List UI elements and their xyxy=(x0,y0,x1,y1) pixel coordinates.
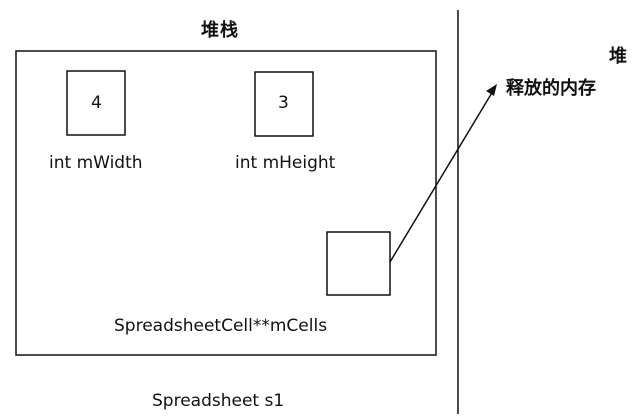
height-value: 3 xyxy=(278,93,289,113)
freed-memory-arrow-line xyxy=(389,90,494,263)
height-value-box xyxy=(254,71,314,137)
freed-memory-arrow-head xyxy=(486,84,497,96)
width-field-label: int mWidth xyxy=(49,153,143,173)
freed-memory-label: 释放的内存 xyxy=(506,78,596,99)
height-field-label: int mHeight xyxy=(235,153,336,173)
cells-pointer-box xyxy=(326,231,391,296)
heap-title: 堆 xyxy=(609,46,627,67)
spreadsheet-object-frame xyxy=(15,50,437,356)
width-value-box xyxy=(66,70,126,136)
width-value: 4 xyxy=(91,93,102,113)
stack-title: 堆栈 xyxy=(201,20,239,41)
spreadsheet-object-label: Spreadsheet s1 xyxy=(152,391,285,411)
cells-field-label: SpreadsheetCell**mCells xyxy=(114,316,328,336)
